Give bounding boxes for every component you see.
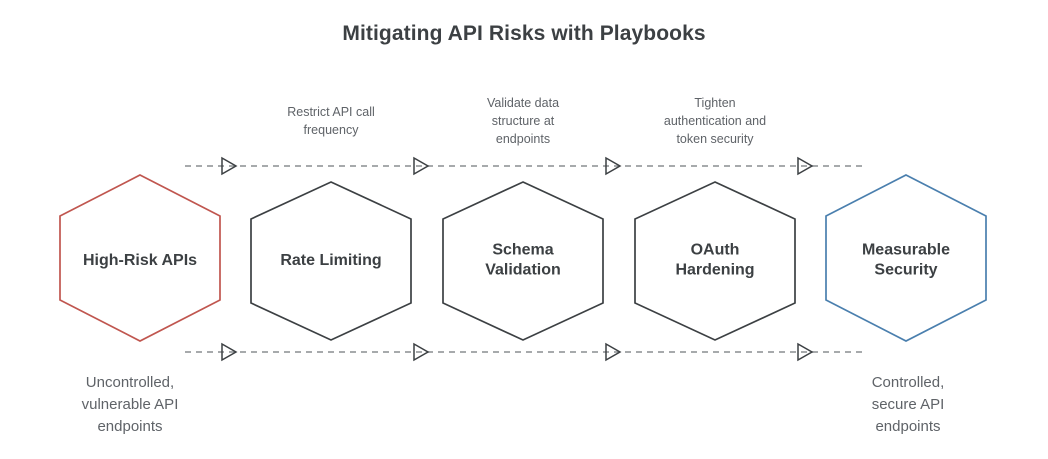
caption-line: vulnerable API <box>81 395 179 413</box>
arrowhead-bottom-2 <box>413 342 430 362</box>
forward-flow-bottom <box>185 342 862 362</box>
arrowhead-top-3 <box>605 156 622 176</box>
hexagon-rate-limiting[interactable] <box>250 181 412 341</box>
arrowhead-top-4 <box>797 156 814 176</box>
caption-line: endpoints <box>875 417 941 435</box>
arrowhead-bottom-3 <box>605 342 622 362</box>
node-label-line: High-Risk APIs <box>82 251 198 269</box>
caption-line: token security <box>676 131 754 146</box>
caption-line: Validate data <box>486 96 560 110</box>
hexagon-measurable-security[interactable] <box>825 174 987 342</box>
node-label-schema-validation: Schema Validation <box>438 241 608 282</box>
node-label-line: Measurable <box>861 241 951 259</box>
forward-flow-top <box>185 156 862 176</box>
arrowhead-bottom-4 <box>797 342 814 362</box>
caption-line: Uncontrolled, <box>85 374 175 391</box>
node-label-line: Security <box>874 262 938 279</box>
node-label-line: OAuth <box>690 241 740 259</box>
caption-start-state: Uncontrolled, vulnerable API endpoints <box>40 372 220 437</box>
caption-line: secure API <box>871 395 945 413</box>
node-label-measurable-security: Measurable Security <box>821 241 991 282</box>
caption-end-state: Controlled, secure API endpoints <box>818 372 998 437</box>
caption-line: endpoints <box>495 131 551 146</box>
page-title: Mitigating API Risks with Playbooks <box>342 22 706 45</box>
caption-line: authentication and <box>663 113 767 128</box>
node-label-rate-limiting: Rate Limiting <box>246 251 416 271</box>
node-label-oauth-hardening: OAuth Hardening <box>630 241 800 282</box>
arrowhead-top-1 <box>221 156 238 176</box>
node-label-line: Validation <box>485 262 561 279</box>
caption-rate-limiting: Restrict API call frequency <box>256 104 406 140</box>
caption-line: frequency <box>303 122 359 137</box>
hexagon-high-risk-apis[interactable] <box>59 174 221 342</box>
caption-oauth-hardening: Tighten authentication and token securit… <box>640 95 790 148</box>
caption-line: Restrict API call <box>287 105 375 119</box>
caption-line: endpoints <box>97 417 163 435</box>
caption-line: Controlled, <box>871 374 945 391</box>
node-label-high-risk-apis: High-Risk APIs <box>55 251 225 271</box>
node-label-line: Hardening <box>675 262 755 279</box>
caption-schema-validation: Validate data structure at endpoints <box>448 95 598 148</box>
hexagon-schema-validation[interactable] <box>442 181 604 341</box>
node-label-line: Rate Limiting <box>280 251 382 269</box>
hexagon-oauth-hardening[interactable] <box>634 181 796 341</box>
arrowhead-bottom-1 <box>221 342 238 362</box>
caption-line: Tighten <box>694 96 736 110</box>
node-label-line: Schema <box>492 241 554 259</box>
arrowhead-top-2 <box>413 156 430 176</box>
caption-line: structure at <box>491 113 555 128</box>
